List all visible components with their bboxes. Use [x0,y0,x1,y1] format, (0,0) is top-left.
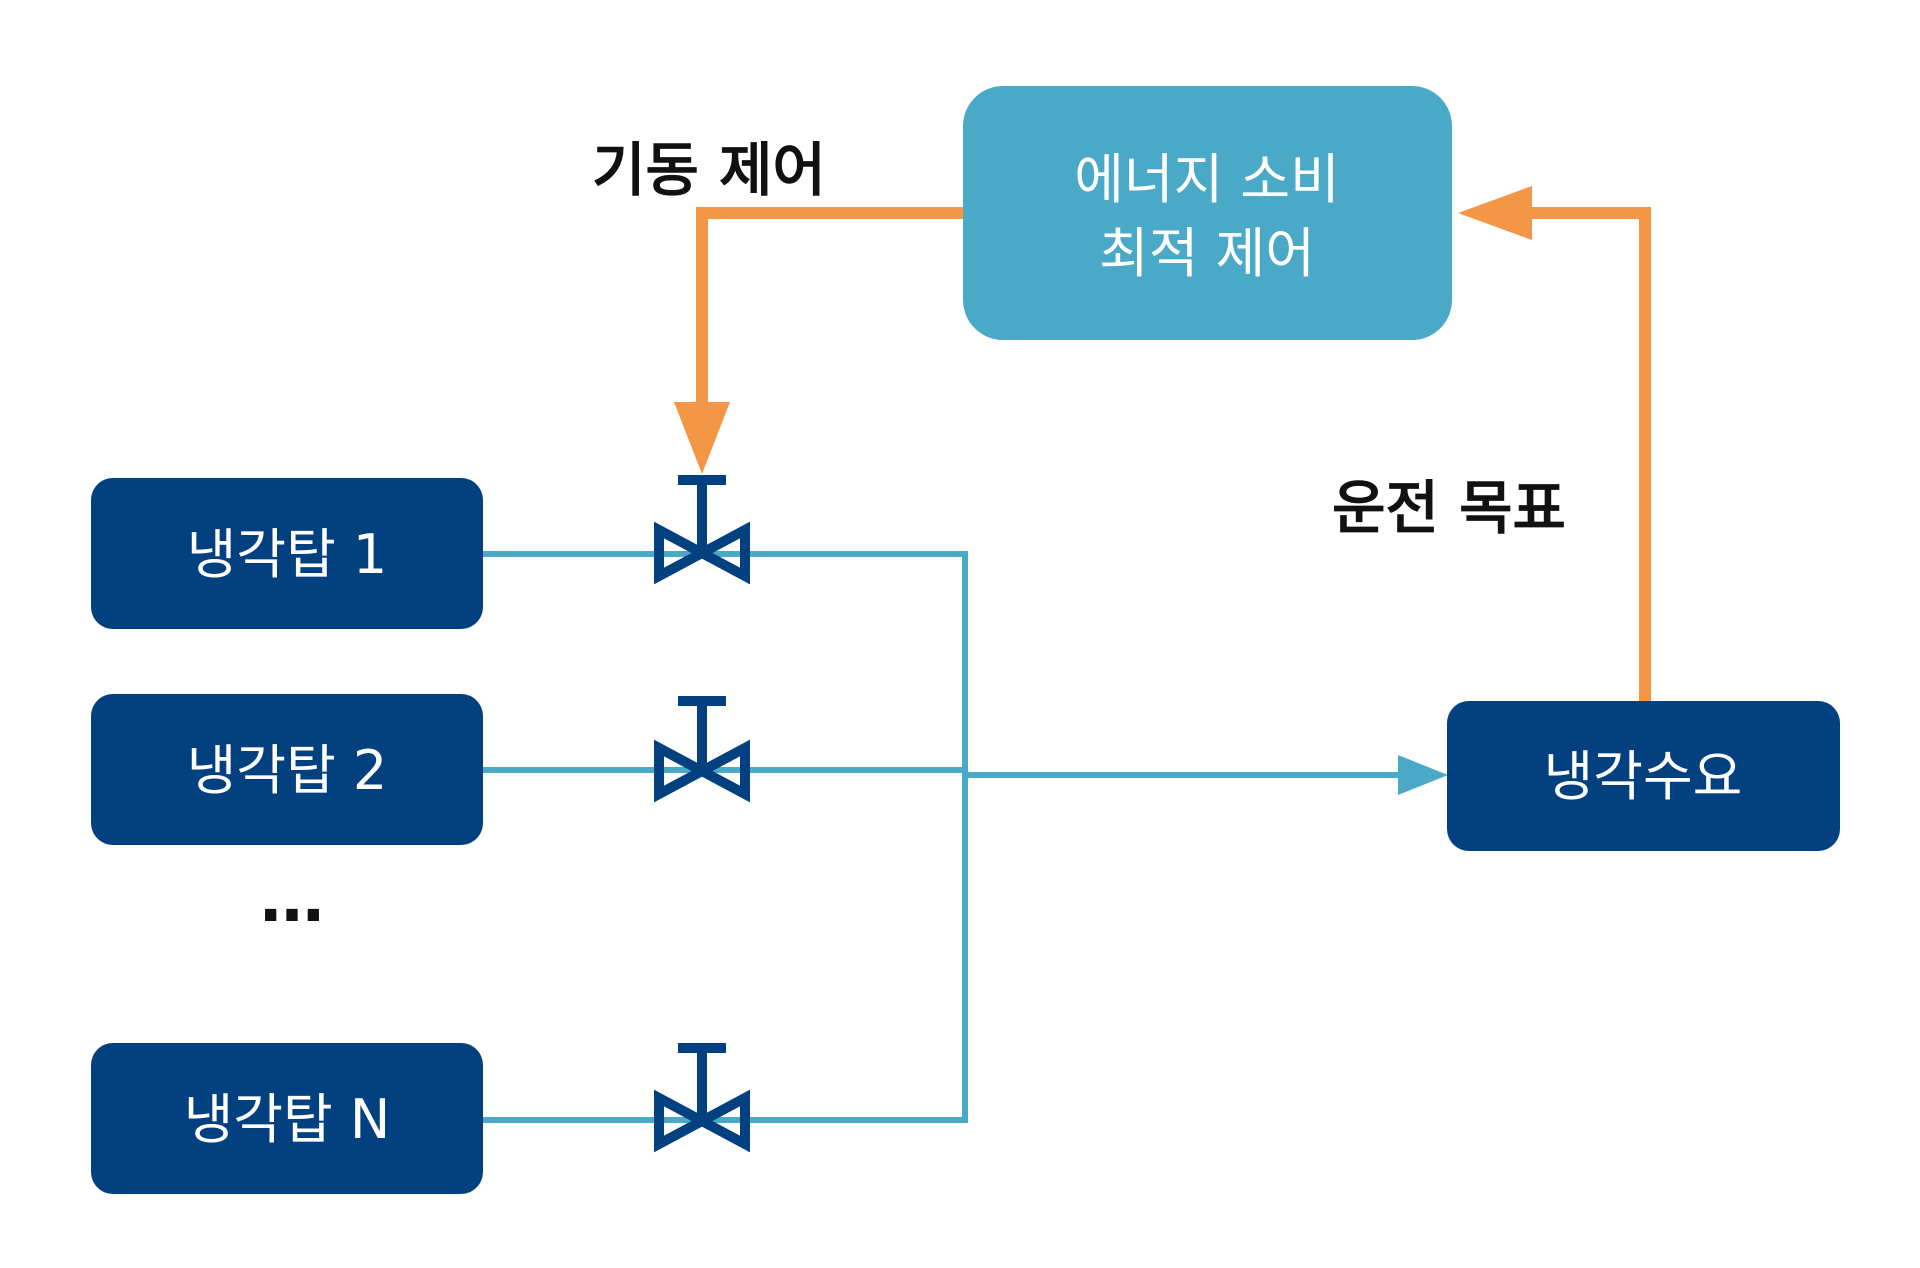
cooling-demand-box [1447,701,1840,851]
pipe-network [483,551,1400,1123]
energy-optimizer-label-line1: 에너지 소비 [1074,148,1340,211]
valve-1-icon [654,475,750,585]
cooling-tower-n-node: 냉각탑 N [91,1043,483,1194]
valve-n-icon [654,1043,750,1153]
cooling-tower-2-box [91,694,483,845]
start-control-line [696,207,966,405]
energy-optimizer-label-line2: 최적 제어 [1099,222,1315,285]
pipe-arrowhead-icon [1398,755,1448,795]
cooling-tower-1-box [91,478,483,629]
start-control-arrowhead-icon [674,402,730,474]
feedback-arrowhead-icon [1458,186,1532,240]
cooling-tower-1-node: 냉각탑 1 [91,478,483,629]
cooling-demand-label: 냉각수요 [1544,745,1743,808]
operation-target-label: 운전 목표 [1332,474,1566,542]
cooling-tower-2-label: 냉각탑 2 [187,739,388,802]
energy-optimizer-box [963,86,1452,340]
cooling-demand-node: 냉각수요 [1447,701,1840,851]
cooling-tower-n-label: 냉각탑 N [184,1088,391,1151]
cooling-tower-2-node: 냉각탑 2 [91,694,483,845]
valve-2-icon [654,696,750,803]
cooling-tower-n-box [91,1043,483,1194]
control-lines [696,207,1651,701]
start-control-label: 기동 제어 [592,136,826,204]
energy-optimizer-node: 에너지 소비 최적 제어 [963,86,1452,340]
target-feedback-line [1530,207,1651,701]
cooling-tower-1-label: 냉각탑 1 [187,523,388,586]
ellipsis-label: … [260,863,324,937]
